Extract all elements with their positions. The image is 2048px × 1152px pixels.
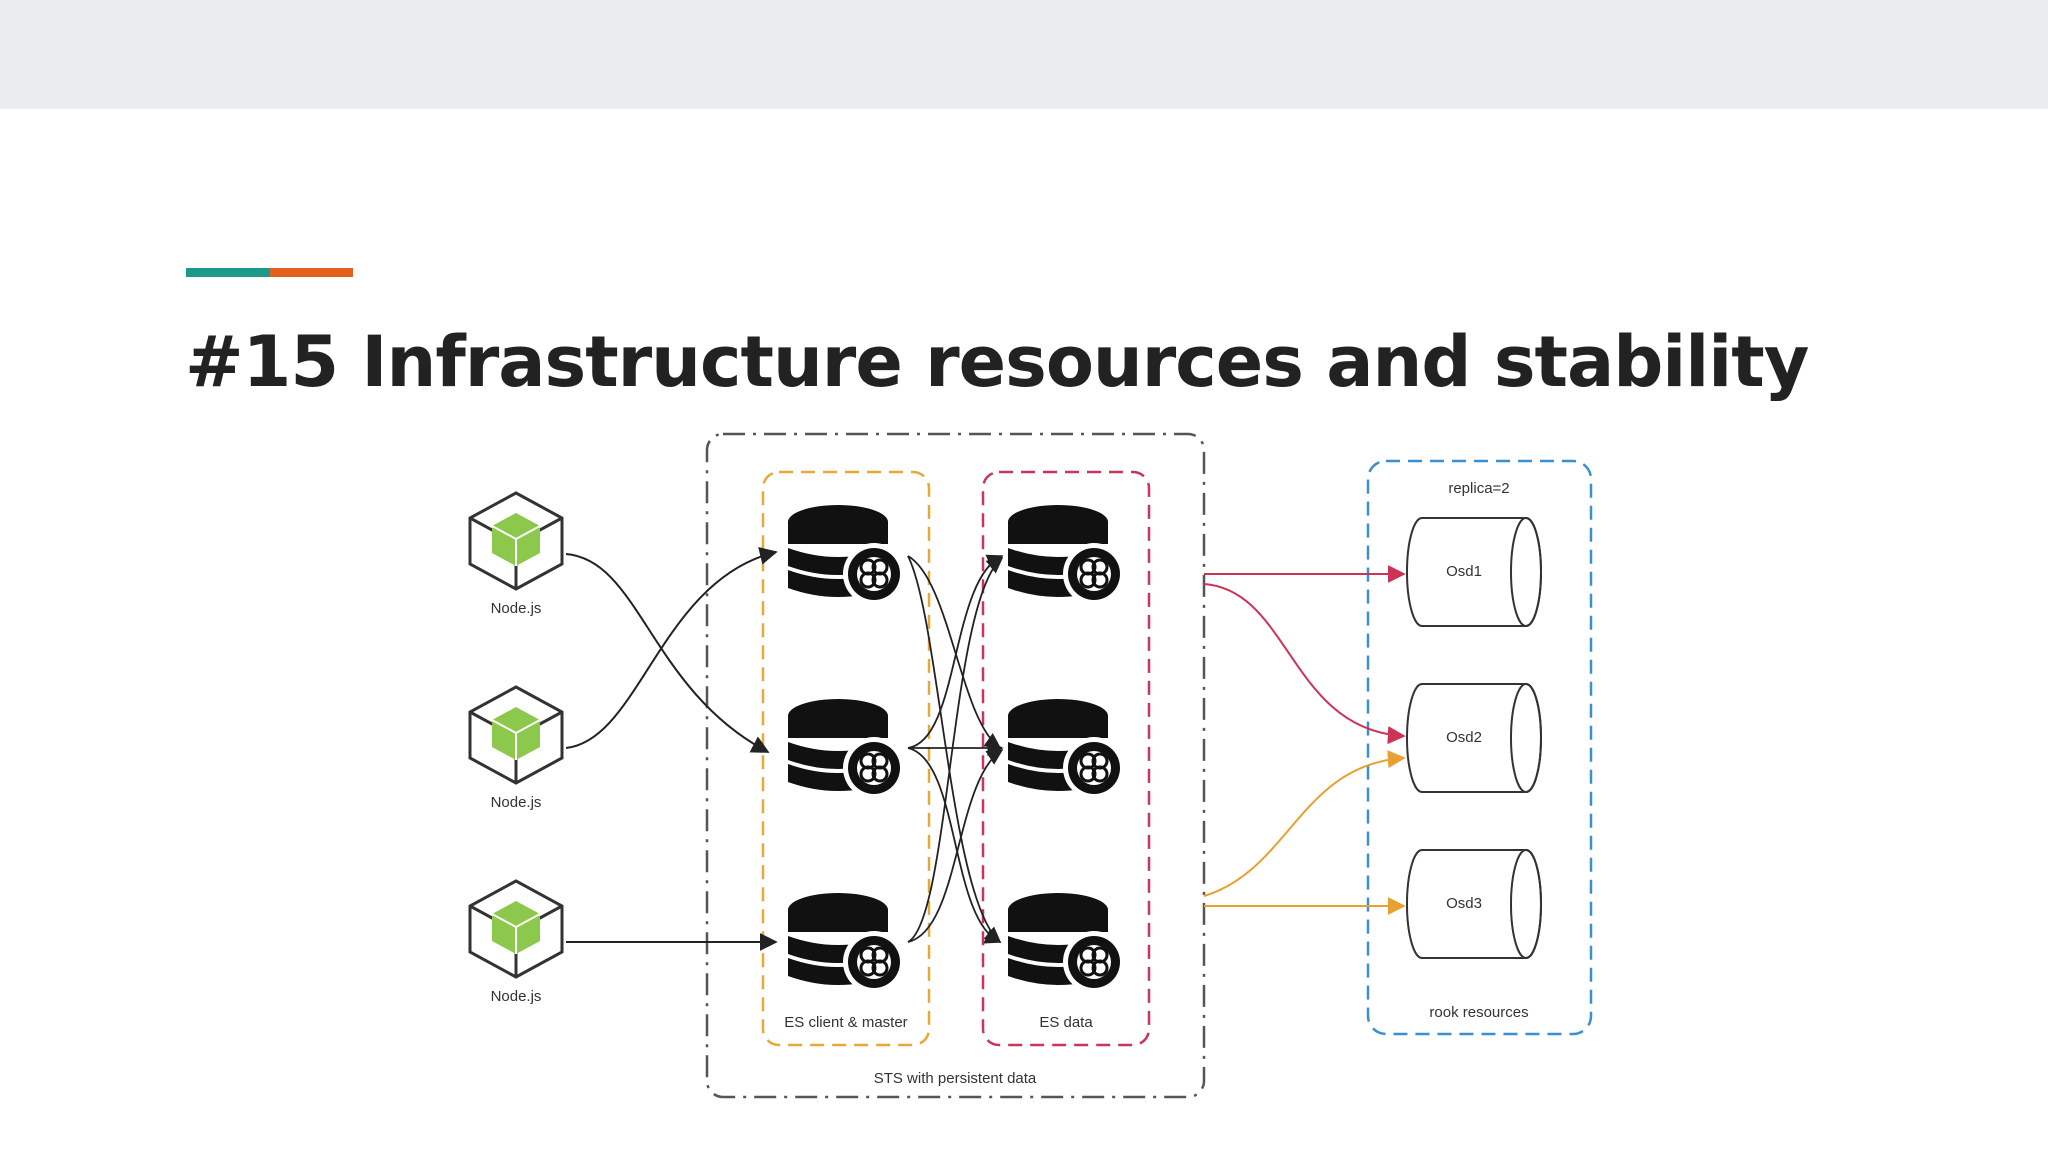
slide-title: #15 Infrastructure resources and stabili… bbox=[185, 321, 1809, 403]
rook-label: rook resources bbox=[1429, 1004, 1528, 1021]
es-client-label: ES client & master bbox=[784, 1014, 907, 1031]
edge-node2-client1 bbox=[565, 547, 778, 749]
accent-bar-orange bbox=[270, 268, 353, 277]
osd-label: Osd2 bbox=[1446, 729, 1482, 746]
nodejs-label: Node.js bbox=[491, 988, 542, 1005]
osd-label: Osd3 bbox=[1446, 895, 1482, 912]
osd-cylinder-icon bbox=[1406, 849, 1542, 959]
edge-c3-d1 bbox=[907, 556, 1004, 943]
osd-cylinder-icon bbox=[1406, 517, 1542, 627]
es-data-group bbox=[981, 470, 1151, 1047]
edge-c2-d1 bbox=[907, 554, 1004, 749]
elasticsearch-client-icon bbox=[786, 697, 906, 801]
elasticsearch-data-icon bbox=[1006, 891, 1126, 995]
osd-label: Osd1 bbox=[1446, 563, 1482, 580]
accent-bar-teal bbox=[186, 268, 270, 277]
sts-container bbox=[705, 432, 1206, 1099]
elasticsearch-data-icon bbox=[1006, 697, 1126, 801]
edge-sts-osd2-orange bbox=[1203, 750, 1406, 897]
es-data-label: ES data bbox=[1039, 1014, 1093, 1031]
replica-label: replica=2 bbox=[1448, 480, 1509, 497]
osd-cylinder-icon bbox=[1406, 683, 1542, 793]
elasticsearch-client-icon bbox=[786, 503, 906, 607]
nodejs-label: Node.js bbox=[491, 794, 542, 811]
rook-resources-group bbox=[1366, 459, 1593, 1036]
edge-c1-d2 bbox=[907, 555, 1002, 749]
nodejs-label: Node.js bbox=[491, 600, 542, 617]
nodejs-icon bbox=[468, 491, 564, 591]
edge-sts-osd2-red bbox=[1203, 583, 1406, 745]
sts-label: STS with persistent data bbox=[874, 1070, 1037, 1087]
nodejs-icon bbox=[468, 879, 564, 979]
top-bar bbox=[0, 0, 2048, 109]
edge-c1-d3 bbox=[907, 555, 1002, 944]
edge-c2-d3 bbox=[907, 747, 1002, 944]
elasticsearch-data-icon bbox=[1006, 503, 1126, 607]
edge-node1-client2 bbox=[565, 553, 770, 753]
nodejs-icon bbox=[468, 685, 564, 785]
edge-c3-d2 bbox=[907, 749, 1004, 943]
elasticsearch-client-icon bbox=[786, 891, 906, 995]
es-client-group bbox=[761, 470, 931, 1047]
